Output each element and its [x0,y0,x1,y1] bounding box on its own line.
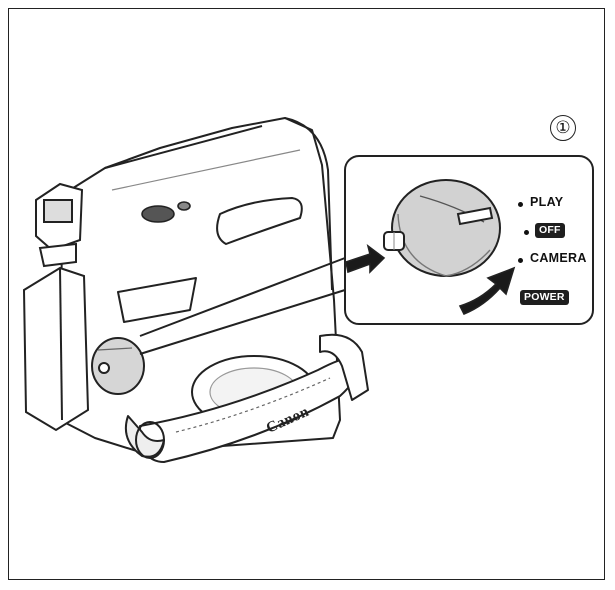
off-indicator-dot [524,230,529,235]
camera-label: CAMERA [530,251,587,265]
off-badge: OFF [535,223,565,238]
power-dial-enlarged [383,179,501,277]
top-controls [141,201,191,223]
hand-strap [124,333,369,463]
play-label: PLAY [530,195,564,209]
figure-frame [8,8,605,580]
step-number: ① [550,115,576,141]
power-dial-on-body [91,337,145,395]
battery-pack [22,266,90,432]
viewfinder [35,182,84,268]
push-arrow [345,244,386,274]
play-indicator-dot [518,202,523,207]
rotate-arrow [458,266,516,316]
callout-connector [139,257,346,355]
camera-indicator-dot [518,258,523,263]
power-badge: POWER [520,290,569,305]
